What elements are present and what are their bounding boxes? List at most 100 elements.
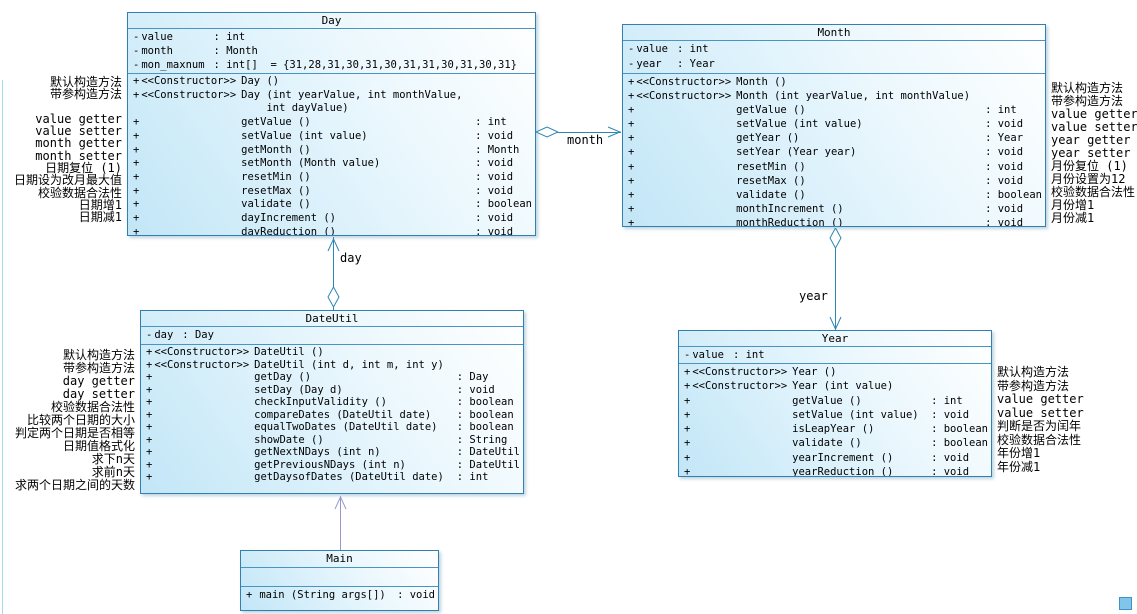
visibility-marker: + — [146, 346, 153, 358]
class-box-year[interactable]: Year -value: int +<<Constructor>>Year ()… — [678, 330, 992, 477]
visibility-marker: + — [684, 466, 691, 477]
member-text: setMonth (Month value) — [241, 157, 381, 170]
member-text — [140, 212, 240, 226]
visibility-marker: + — [628, 188, 635, 201]
annotation-line: 带参构造方法 — [62, 361, 135, 375]
annotation-line: 默认构造方法 — [997, 365, 1070, 379]
member-text — [153, 421, 253, 434]
member-text — [691, 408, 791, 422]
visibility-marker: - — [133, 59, 140, 71]
attribute-row: -year: Year — [625, 57, 1043, 72]
annotation-line: 月份复位 (1) — [1051, 159, 1128, 173]
member-text: : void — [931, 408, 970, 421]
member-text: : int[] = {31,28,31,30,31,30,31,31,30,31… — [213, 59, 517, 71]
member-text: setValue (int value) — [792, 408, 919, 421]
method-row: +yearIncrement (): void — [681, 451, 989, 465]
member-text — [474, 75, 533, 89]
member-text — [153, 446, 253, 459]
class-methods-month: +<<Constructor>>Month ()+<<Constructor>>… — [623, 74, 1045, 226]
member-text: resetMax () — [736, 174, 806, 187]
class-attributes-dateutil: -day: Day — [141, 327, 523, 345]
member-text — [153, 384, 253, 397]
method-row: +getValue (): int — [681, 394, 989, 408]
annotation-line: 校验数据合法性 — [997, 432, 1082, 447]
visibility-marker: - — [628, 43, 635, 55]
member-text: Day () — [241, 75, 280, 87]
member-text — [153, 409, 253, 422]
class-attributes-month: -value: int-year: Year — [623, 41, 1045, 74]
annotation-line: value setter — [997, 405, 1084, 420]
member-text: : void — [985, 146, 1024, 159]
member-text: value — [692, 349, 724, 361]
annotation-line: 校验数据合法性 — [50, 400, 135, 414]
method-row: +getMonth (): Month — [130, 144, 533, 158]
connector-line[interactable] — [548, 132, 621, 133]
member-text: setYear (Year year) — [736, 146, 857, 159]
member-text — [691, 422, 791, 436]
class-box-dateutil[interactable]: DateUtil -day: Day +<<Constructor>>DateU… — [140, 310, 524, 494]
visibility-marker: + — [684, 408, 691, 421]
member-text — [153, 459, 253, 472]
canvas-corner-handle[interactable] — [1119, 597, 1132, 610]
method-row: +getValue (): int — [130, 116, 533, 130]
member-text: <<Constructor>> — [692, 380, 788, 393]
arrow-down-icon — [829, 316, 842, 331]
method-row: +setMonth (Month value): void — [130, 157, 533, 171]
member-text: : void — [456, 383, 495, 396]
member-text — [691, 465, 791, 476]
visibility-marker: + — [146, 358, 153, 371]
member-text: getNextNDays (int n) — [254, 446, 381, 458]
visibility-marker: + — [133, 143, 140, 156]
annotation-line: 年份增1 — [997, 446, 1041, 460]
member-text — [140, 198, 240, 212]
visibility-marker: + — [133, 212, 140, 225]
method-row: +setValue (int value): void — [625, 117, 1043, 131]
annotation-line: month getter — [35, 136, 122, 151]
annotation-line: 判定两个日期是否相等 — [14, 426, 135, 440]
connector-label-day: day — [340, 251, 362, 265]
member-text — [635, 145, 735, 159]
connector-line[interactable] — [340, 496, 341, 550]
member-text: : void — [397, 589, 435, 601]
visibility-marker: + — [628, 118, 635, 131]
visibility-marker: + — [684, 366, 691, 378]
member-text: <<Constructor>> — [141, 88, 237, 101]
annotation-line: 求下n天 — [91, 452, 135, 466]
annotation-line: 日期复位 (1) — [45, 161, 122, 176]
method-row: +setYear (Year year): void — [625, 145, 1043, 159]
method-row: +validate (): boolean — [625, 188, 1043, 202]
member-text: : boolean — [931, 437, 988, 450]
method-row: +<<Constructor>>Year () — [681, 365, 989, 379]
member-text: setValue (int value) — [736, 118, 863, 131]
member-text: : void — [931, 466, 970, 477]
member-text — [691, 394, 791, 408]
member-text: : int — [213, 31, 246, 43]
connector-line[interactable] — [333, 237, 334, 310]
visibility-marker: - — [684, 349, 691, 361]
aggregation-diamond-icon — [829, 226, 842, 250]
arrow-right-icon — [607, 126, 622, 138]
annotation-line: 校验数据合法性 — [1051, 185, 1136, 199]
annotation-line: value setter — [35, 124, 122, 139]
member-text: <<Constructor>> — [154, 358, 250, 371]
attribute-row: -value: int — [681, 348, 989, 362]
member-text: : void — [475, 225, 514, 236]
class-box-month[interactable]: Month -value: int-year: Year +<<Construc… — [622, 24, 1046, 227]
visibility-marker: + — [133, 88, 140, 101]
member-text — [456, 359, 521, 372]
class-box-day[interactable]: Day -value: int-month: Month-mon_maxnum:… — [127, 12, 536, 236]
class-attributes-day: -value: int-month: Month-mon_maxnum: int… — [128, 29, 535, 74]
attribute-row: -mon_maxnum: int[] = {31,28,31,30,31,30,… — [130, 58, 533, 72]
member-text — [140, 226, 240, 235]
member-text: dayIncrement () — [241, 212, 336, 225]
connector-line[interactable] — [835, 228, 836, 330]
member-text — [474, 89, 533, 116]
class-box-main[interactable]: Main +main (String args[]): void — [240, 550, 439, 611]
member-text: : Year — [985, 132, 1024, 145]
visibility-marker: + — [146, 433, 153, 446]
visibility-marker: + — [146, 371, 153, 383]
